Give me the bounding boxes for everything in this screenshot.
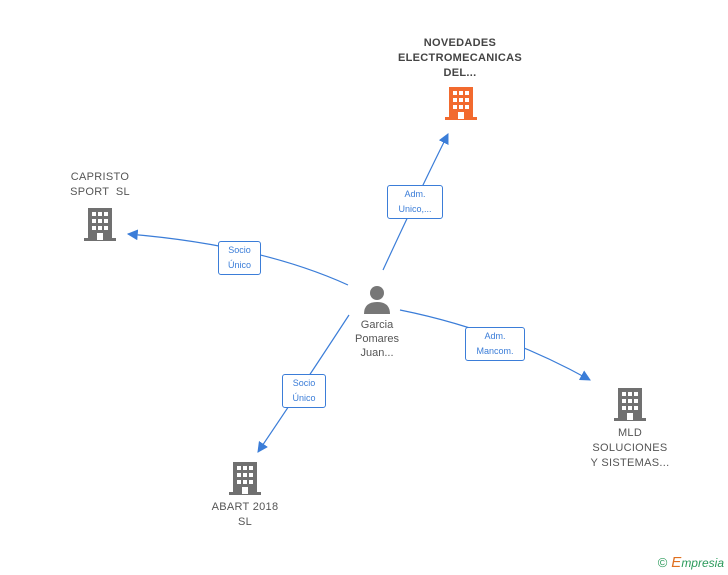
relation-label-line: Adm. bbox=[484, 331, 506, 341]
person-label-line: Garcia bbox=[360, 319, 394, 331]
building-icon bbox=[614, 388, 646, 421]
company-label-line: NOVEDADES bbox=[423, 37, 497, 49]
relation-label-line: Adm. bbox=[404, 189, 426, 199]
relation-label-line: Único bbox=[292, 393, 316, 403]
relation-label-line: Mancom. bbox=[476, 346, 514, 356]
person-label-line: Juan... bbox=[360, 347, 394, 359]
relation-label-abart[interactable]: Socio Único bbox=[282, 374, 326, 408]
company-node-capristo[interactable]: CAPRISTO SPORT SL bbox=[50, 170, 150, 242]
company-label-line: SPORT SL bbox=[70, 186, 130, 198]
company-label-line: ABART 2018 bbox=[211, 501, 279, 513]
relation-label-mld[interactable]: Adm. Mancom. bbox=[465, 327, 525, 361]
company-label-line: SL bbox=[237, 516, 253, 528]
brand-initial: E bbox=[671, 554, 682, 571]
company-label-line: CAPRISTO bbox=[70, 171, 130, 183]
brand-logo[interactable]: Empresia bbox=[671, 554, 724, 571]
building-icon bbox=[84, 208, 116, 241]
company-label-line: ELECTROMECANICAS bbox=[398, 52, 522, 64]
relation-label-line: Unico,... bbox=[398, 204, 432, 214]
relation-label-novedades[interactable]: Adm. Unico,... bbox=[387, 185, 443, 219]
company-label-line: MLD bbox=[617, 427, 643, 439]
company-label-line: Y SISTEMAS... bbox=[590, 457, 670, 469]
person-node[interactable]: Garcia Pomares Juan... bbox=[337, 284, 417, 364]
company-node-abart[interactable]: ABART 2018 SL bbox=[195, 460, 295, 532]
building-icon bbox=[445, 87, 477, 120]
company-label-line: SOLUCIONES bbox=[592, 442, 668, 454]
brand-rest: mpresia bbox=[681, 556, 724, 570]
building-icon bbox=[229, 462, 261, 495]
person-label-line: Pomares bbox=[354, 333, 400, 345]
footer-brand: © Empresia bbox=[658, 554, 724, 571]
company-node-novedades[interactable]: NOVEDADES ELECTROMECANICAS DEL... bbox=[380, 36, 540, 126]
relation-label-line: Socio bbox=[292, 378, 316, 388]
relation-label-line: Único bbox=[227, 260, 251, 270]
company-node-mld[interactable]: MLD SOLUCIONES Y SISTEMAS... bbox=[570, 386, 690, 472]
relation-label-line: Socio bbox=[228, 245, 251, 255]
person-icon bbox=[364, 286, 390, 314]
copyright-icon: © bbox=[657, 555, 668, 570]
company-label-line: DEL... bbox=[443, 67, 477, 79]
relation-label-capristo[interactable]: Socio Único bbox=[218, 241, 261, 275]
